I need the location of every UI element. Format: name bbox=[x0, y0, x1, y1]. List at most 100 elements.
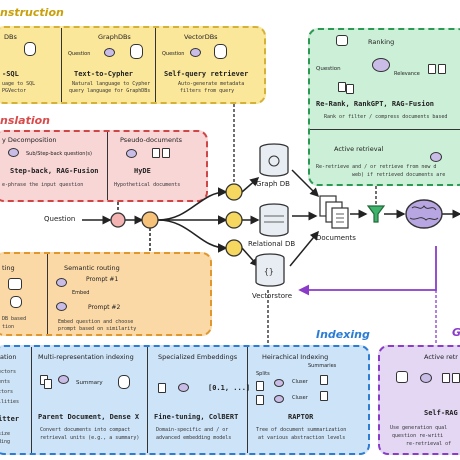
multirep-label: Multi-representation indexing bbox=[38, 353, 134, 361]
rank-desc: Rank or filter / compress documents base… bbox=[324, 114, 448, 120]
routing-tion-desc: tion bbox=[2, 324, 15, 330]
finetune-label: Fine-tuning, ColBERT bbox=[154, 413, 239, 421]
ranking-label: Ranking bbox=[368, 38, 395, 46]
text-to-sql-label: -SQL bbox=[2, 70, 19, 78]
semantic-routing-label: Semantic routing bbox=[64, 264, 120, 272]
graph-db-cylinder-icon bbox=[259, 143, 289, 177]
vectordb-subpanel: VectorDBs Question Self-query retriever … bbox=[156, 28, 264, 102]
subquestion-label: Sub/Step-back question(s) bbox=[26, 151, 92, 157]
svg-text:{}: {} bbox=[264, 267, 274, 276]
hypothetical-desc: Hypothetical documents bbox=[114, 182, 181, 188]
summaries-label: Summaries bbox=[308, 363, 337, 369]
cluster-label-2: Cluser bbox=[292, 395, 308, 401]
graphdbs-label: GraphDBs bbox=[98, 33, 131, 41]
filter-funnel-icon bbox=[366, 205, 386, 223]
parent-doc-label: Parent Document, Dense X bbox=[38, 413, 140, 421]
chunking-subpanel: ation ectors ents ctors ilities itter si… bbox=[0, 347, 32, 453]
chunk-ding: ding bbox=[0, 439, 11, 445]
self-rag-label: Self-RAG bbox=[424, 409, 458, 417]
decomposition-label: y Decomposition bbox=[2, 136, 57, 144]
llm-brain-icon bbox=[126, 149, 137, 158]
retrieval-panel: Ranking Question Relevance Re-Rank, Rank… bbox=[308, 28, 460, 186]
active-desc-1: Re-retrieve and / or retrieve from new d bbox=[316, 164, 437, 170]
llm-brain-icon bbox=[56, 278, 67, 287]
multirep-subpanel: Multi-representation indexing Summary Pa… bbox=[32, 347, 148, 453]
cluster-label-1: Cluser bbox=[292, 379, 308, 385]
splitter-label: itter bbox=[0, 415, 20, 423]
embedding-vector-label: [0.1, ...] bbox=[208, 384, 251, 392]
chunk-size: size bbox=[0, 431, 11, 437]
routing-node bbox=[141, 211, 159, 229]
active-retrieval-subpanel: Active retrieval Re-retrieve and / or re… bbox=[310, 130, 460, 184]
split-doc-icon bbox=[256, 381, 264, 391]
pseudo-docs-subpanel: Pseudo-documents HyDE Hypothetical docum… bbox=[108, 132, 206, 200]
hierarchical-label: Heirachical Indexing bbox=[262, 353, 329, 361]
llm-brain-icon bbox=[430, 152, 442, 162]
hier-desc-1: Tree of document summarization bbox=[256, 427, 347, 433]
construction-title: nstruction bbox=[0, 6, 64, 19]
chunk-ents: ents bbox=[0, 379, 11, 385]
llm-brain-icon bbox=[56, 302, 67, 311]
query-icon bbox=[396, 371, 408, 383]
semantic-routing-subpanel: Semantic routing Prompt #1 Embed Prompt … bbox=[48, 254, 210, 334]
llm-brain-large-icon bbox=[405, 199, 443, 229]
multirep-desc-1: Convert documents into compact bbox=[40, 427, 131, 433]
self-query-label: Self-query retriever bbox=[164, 70, 249, 78]
relational-db-cylinder-icon bbox=[259, 203, 289, 237]
llm-brain-icon bbox=[190, 48, 201, 57]
prompt1-label: Prompt #1 bbox=[86, 276, 119, 283]
selfquery-question-label: Question bbox=[162, 51, 185, 57]
semantic-desc-1: Embed question and choose bbox=[58, 319, 134, 325]
construction-node-relational bbox=[225, 211, 243, 229]
llm-brain-icon bbox=[58, 375, 69, 384]
graphdb-subpanel: GraphDBs Question Text-to-Cypher Natural… bbox=[62, 28, 156, 102]
chunking-label: ation bbox=[0, 353, 17, 361]
vectorstore-label: Vectorstore bbox=[252, 292, 293, 300]
chunk-ctors: ctors bbox=[0, 389, 14, 395]
document-icon bbox=[162, 148, 170, 158]
relevance-label: Relevance bbox=[394, 71, 420, 77]
translation-node bbox=[110, 212, 126, 228]
vectorstore-cylinder-icon: {} bbox=[255, 253, 285, 287]
document-icon bbox=[158, 383, 166, 393]
embed-label: Embed bbox=[72, 290, 90, 296]
stepback-label: Step-back, RAG-Fusion bbox=[10, 167, 99, 175]
translation-title: nslation bbox=[0, 114, 50, 127]
vector-db-icon bbox=[214, 44, 227, 59]
sql-desc-2: PGVector bbox=[2, 88, 27, 94]
document-icon bbox=[428, 64, 436, 74]
dbs-label: DBs bbox=[4, 33, 17, 41]
pseudo-docs-label: Pseudo-documents bbox=[120, 136, 183, 144]
summary-db-icon bbox=[118, 375, 130, 389]
multirep-desc-2: retrieval units (e.g., a summary) bbox=[40, 435, 140, 441]
routing-label: ting bbox=[2, 264, 15, 272]
llm-brain-icon bbox=[274, 379, 284, 387]
gen-desc-2: question re-writi bbox=[392, 433, 444, 439]
ranking-question-label: Question bbox=[316, 66, 341, 72]
active-retrieval-label: Active retrieval bbox=[334, 145, 384, 153]
chunk-vectors: ectors bbox=[0, 369, 17, 375]
query-construction-panel: DBs -SQL uage to SQL PGVector GraphDBs Q… bbox=[0, 26, 266, 104]
cypher-question-label: Question bbox=[68, 51, 91, 57]
document-icon bbox=[438, 64, 446, 74]
hier-desc-2: at various abstraction levels bbox=[258, 435, 346, 441]
documents-stack-icon bbox=[319, 195, 349, 229]
sql-subpanel: DBs -SQL uage to SQL PGVector bbox=[0, 28, 62, 102]
cypher-desc-2: query language for GraphDBs bbox=[69, 88, 151, 94]
construction-node-graph bbox=[225, 183, 243, 201]
active-retrieval-gen-label: Active retr bbox=[424, 353, 458, 361]
graph-db-label: Graph DB bbox=[256, 180, 290, 188]
query-translation-panel: y Decomposition Sub/Step-back question(s… bbox=[0, 130, 208, 202]
llm-brain-icon bbox=[372, 58, 390, 72]
llm-brain-icon bbox=[104, 48, 115, 57]
llm-brain-icon bbox=[274, 395, 284, 403]
document-icon bbox=[346, 84, 354, 94]
active-desc-2: web) if retrieved documents are bbox=[352, 172, 446, 178]
documents-label: Documents bbox=[316, 234, 356, 242]
document-icon bbox=[152, 148, 160, 158]
document-icon bbox=[442, 373, 450, 383]
document-icon bbox=[338, 82, 346, 92]
hierarchical-subpanel: Heirachical Indexing Splits Summaries Cl… bbox=[248, 347, 368, 453]
indexing-title: Indexing bbox=[316, 328, 370, 341]
selfquery-desc-2: filters from query bbox=[180, 88, 235, 94]
